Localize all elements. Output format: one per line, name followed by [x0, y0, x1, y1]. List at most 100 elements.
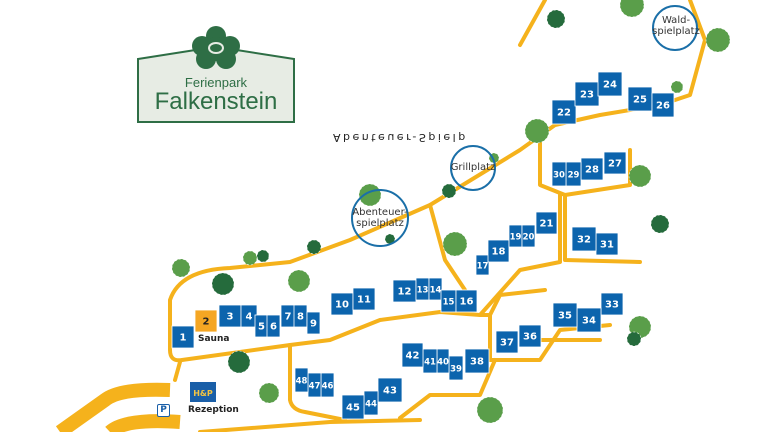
- house-33[interactable]: 33: [600, 292, 624, 316]
- house-11[interactable]: 11: [352, 287, 376, 311]
- waldspielplatz-label[interactable]: Wald- spielplatz: [651, 15, 701, 37]
- house-28[interactable]: 28: [580, 157, 604, 181]
- house-box[interactable]: [521, 224, 536, 248]
- house-box[interactable]: [306, 311, 321, 335]
- house-box[interactable]: [294, 367, 309, 393]
- house-box[interactable]: [341, 394, 365, 420]
- house-43[interactable]: 43: [377, 377, 403, 403]
- house-2[interactable]: 2: [194, 309, 218, 333]
- house-24[interactable]: 24: [597, 71, 623, 97]
- house-25[interactable]: 25: [627, 86, 653, 112]
- house-box[interactable]: [651, 92, 675, 118]
- house-box[interactable]: [455, 289, 478, 313]
- house-31[interactable]: 31: [595, 232, 619, 256]
- house-9[interactable]: 9: [306, 311, 321, 335]
- house-box[interactable]: [487, 239, 510, 263]
- tree-icon: [171, 258, 191, 278]
- house-number: 29: [568, 171, 580, 181]
- house-box[interactable]: [603, 151, 627, 175]
- house-19[interactable]: 19: [508, 224, 523, 248]
- house-46[interactable]: 46: [320, 372, 335, 398]
- house-box[interactable]: [571, 226, 597, 252]
- logo-frame-icon: [137, 26, 295, 123]
- house-14[interactable]: 14: [428, 277, 443, 301]
- house-box[interactable]: [551, 161, 567, 187]
- house-22[interactable]: 22: [551, 99, 577, 125]
- grillplatz-circle[interactable]: [450, 145, 496, 191]
- house-23[interactable]: 23: [574, 81, 600, 107]
- house-21[interactable]: 21: [535, 211, 558, 235]
- house-39[interactable]: 39: [448, 355, 464, 381]
- tree-icon: [476, 396, 504, 424]
- house-37[interactable]: 37: [495, 330, 519, 354]
- house-30[interactable]: 30: [551, 161, 567, 187]
- house-number: 48: [296, 377, 308, 387]
- house-box[interactable]: [518, 324, 542, 348]
- house-box[interactable]: [401, 342, 424, 368]
- house-box[interactable]: [552, 302, 578, 328]
- house-47[interactable]: 47: [307, 372, 322, 398]
- house-box[interactable]: [464, 348, 490, 374]
- house-number: 1: [180, 333, 187, 344]
- house-38[interactable]: 38: [464, 348, 490, 374]
- house-box[interactable]: [551, 99, 577, 125]
- house-box[interactable]: [576, 307, 602, 333]
- house-18[interactable]: 18: [487, 239, 510, 263]
- house-45[interactable]: 45: [341, 394, 365, 420]
- house-1[interactable]: 1: [171, 325, 195, 349]
- house-44[interactable]: 44: [363, 390, 379, 416]
- house-8[interactable]: 8: [293, 304, 308, 328]
- grillplatz-label[interactable]: Grillplatz: [450, 162, 496, 173]
- house-12[interactable]: 12: [392, 279, 417, 303]
- house-box[interactable]: [171, 325, 195, 349]
- house-41[interactable]: 41: [422, 348, 438, 374]
- house-box[interactable]: [194, 309, 218, 333]
- house-3[interactable]: 3: [218, 304, 242, 328]
- house-box[interactable]: [352, 287, 376, 311]
- house-13[interactable]: 13: [415, 277, 430, 301]
- house-number: 20: [523, 233, 535, 243]
- abenteuerspielplatz-label[interactable]: Abenteuer- spielplatz: [350, 207, 410, 229]
- house-box[interactable]: [475, 254, 490, 276]
- house-27[interactable]: 27: [603, 151, 627, 175]
- house-40[interactable]: 40: [436, 348, 450, 374]
- house-box[interactable]: [377, 377, 403, 403]
- house-number: 2: [203, 317, 210, 328]
- house-number: 18: [492, 247, 506, 258]
- house-box[interactable]: [495, 330, 519, 354]
- house-48[interactable]: 48: [294, 367, 309, 393]
- house-20[interactable]: 20: [521, 224, 536, 248]
- house-box[interactable]: [266, 314, 281, 338]
- house-box[interactable]: [428, 277, 443, 301]
- house-17[interactable]: 17: [475, 254, 490, 276]
- house-29[interactable]: 29: [565, 161, 582, 187]
- house-box[interactable]: [535, 211, 558, 235]
- house-box[interactable]: [574, 81, 600, 107]
- house-box[interactable]: [597, 71, 623, 97]
- house-36[interactable]: 36: [518, 324, 542, 348]
- house-15[interactable]: 15: [440, 289, 457, 313]
- house-number: 31: [600, 240, 614, 251]
- house-box[interactable]: [600, 292, 624, 316]
- house-35[interactable]: 35: [552, 302, 578, 328]
- tree-icon: [441, 183, 457, 199]
- tree-icon: [705, 27, 731, 53]
- house-number: 38: [470, 357, 484, 368]
- house-5[interactable]: 5: [254, 314, 269, 338]
- house-16[interactable]: 16: [455, 289, 478, 313]
- house-7[interactable]: 7: [280, 304, 296, 328]
- house-10[interactable]: 10: [330, 292, 354, 316]
- house-42[interactable]: 42: [401, 342, 424, 368]
- house-32[interactable]: 32: [571, 226, 597, 252]
- house-26[interactable]: 26: [651, 92, 675, 118]
- tree-icon: [384, 233, 396, 245]
- house-34[interactable]: 34: [576, 307, 602, 333]
- waldspielplatz-circle[interactable]: [652, 5, 698, 51]
- abenteuerspielplatz-circle[interactable]: [351, 189, 409, 247]
- house-number: 21: [540, 219, 554, 230]
- reception-label[interactable]: Rezeption: [188, 405, 239, 415]
- house-number: 13: [417, 286, 429, 296]
- house-6[interactable]: 6: [266, 314, 281, 338]
